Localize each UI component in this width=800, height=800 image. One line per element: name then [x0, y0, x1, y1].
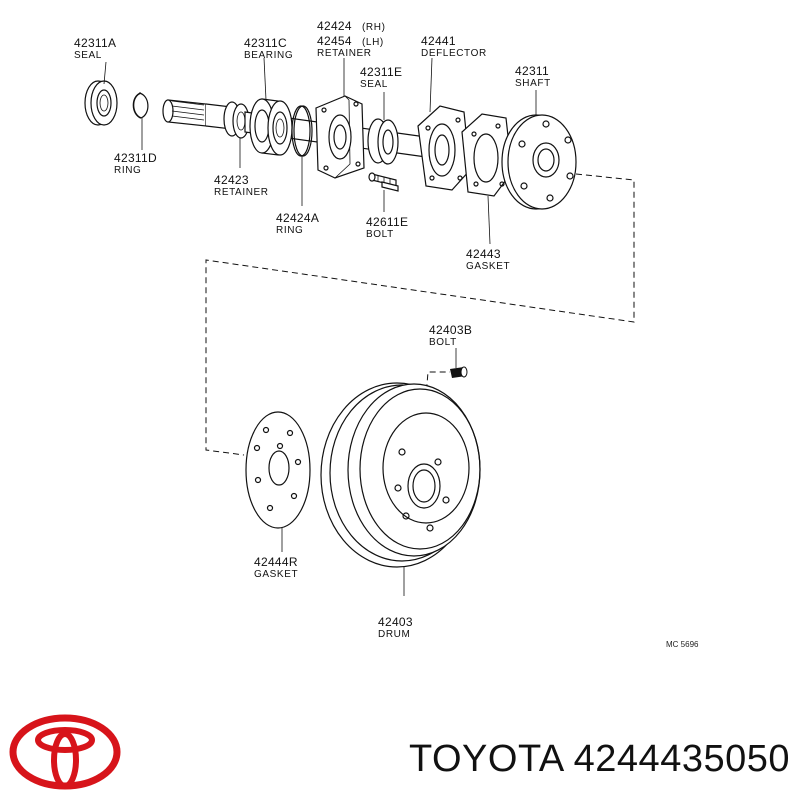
label-number-42454: 42454: [317, 34, 352, 48]
label-number-42443: 42443: [466, 247, 501, 261]
label-name-seal: SEAL: [74, 50, 102, 61]
bolt-42403b-drawing: [450, 366, 468, 378]
label-number-42311c: 42311C: [244, 36, 287, 50]
label-number-42611e: 42611E: [366, 215, 408, 229]
ring-42311d-drawing: [132, 92, 149, 119]
label-name-deflector: DEFLECTOR: [421, 48, 487, 59]
label-name-bolt: BOLT: [366, 229, 394, 240]
label-name-gasket: GASKET: [466, 261, 510, 272]
label-name-bearing: BEARING: [244, 50, 293, 61]
brand-part-number: TOYOTA 4244435050: [360, 738, 790, 781]
part-labels: 42311A SEAL 42311C BEARING 42424 (RH) 42…: [74, 19, 699, 649]
label-number-42403: 42403: [378, 615, 413, 629]
bearing-42311c-drawing: [249, 98, 293, 156]
label-number-42311a: 42311A: [74, 36, 116, 50]
label-number-42444r: 42444R: [254, 555, 298, 569]
label-number-42311: 42311: [515, 64, 549, 78]
seal-42311e-drawing: [367, 118, 399, 165]
label-name-bolt-b: BOLT: [429, 337, 457, 348]
leader-lines: [103, 57, 537, 596]
brand-name-text: TOYOTA: [408, 738, 563, 780]
bolt-42611e-drawing: [368, 172, 399, 192]
label-number-42311e: 42311E: [360, 65, 402, 79]
label-name-retainer-42423: RETAINER: [214, 187, 269, 198]
gasket-42444r-drawing: [245, 411, 311, 529]
label-side-rh: (RH): [362, 22, 386, 33]
label-number-42423: 42423: [214, 173, 249, 187]
toyota-logo-icon: [9, 714, 121, 790]
label-name-ring: RING: [114, 165, 141, 176]
label-name-shaft: SHAFT: [515, 78, 551, 89]
ring-42424a-drawing: [291, 105, 313, 157]
deflector-42441-drawing: [417, 105, 471, 191]
seal-42311a-drawing: [84, 80, 118, 126]
figure-code: MC 5696: [666, 640, 699, 649]
retainer-42424-drawing: [315, 95, 365, 179]
label-number-42441: 42441: [421, 34, 456, 48]
label-name-retainer: RETAINER: [317, 48, 372, 59]
label-number-42403b: 42403B: [429, 323, 472, 337]
part-number-text: 4244435050: [573, 738, 790, 780]
label-name-seal-e: SEAL: [360, 79, 388, 90]
label-number-42424: 42424: [317, 19, 352, 33]
label-name-drum: DRUM: [378, 629, 410, 640]
label-name-gasket-r: GASKET: [254, 569, 298, 580]
shaft-flange-42311-drawing: [501, 114, 577, 210]
label-number-42311d: 42311D: [114, 151, 157, 165]
label-number-42424a: 42424A: [276, 211, 319, 225]
drum-42403-drawing: [320, 382, 481, 568]
label-side-lh: (LH): [362, 37, 384, 48]
label-name-ring-a: RING: [276, 225, 303, 236]
